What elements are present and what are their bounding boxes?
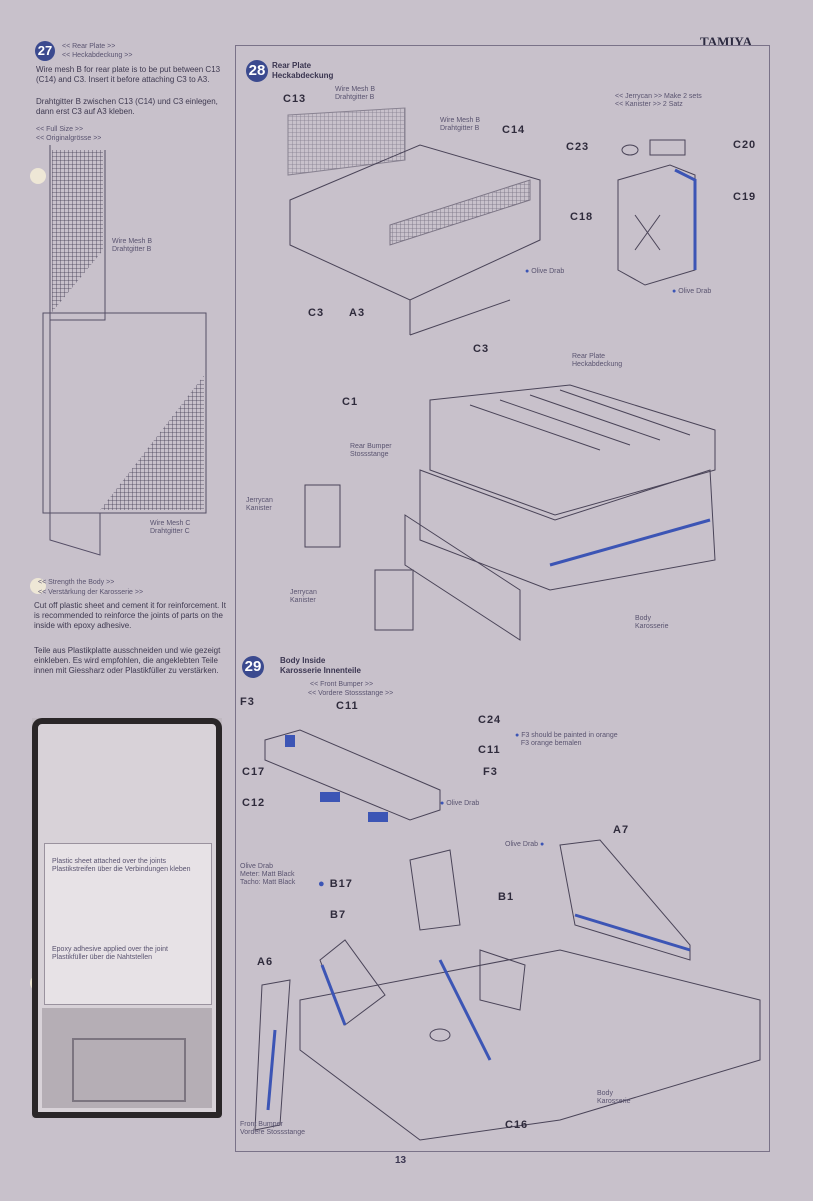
steps-28-29-frame (235, 45, 770, 1152)
paint-icon: ● (672, 288, 677, 295)
part-b17: ● B17 (318, 878, 353, 890)
step-27-title-de: << Heckabdeckung >> (62, 52, 133, 59)
part-b1: B1 (498, 891, 515, 903)
paint-olive-drab: ● Olive Drab (525, 268, 565, 275)
paint-olive-drab: Olive Drab ● (505, 841, 545, 848)
step-28-badge: 28 (246, 60, 268, 82)
body-inside-drawing (254, 839, 761, 1141)
jerrycan-note: << Jerrycan >> Make 2 sets<< Kanister >>… (615, 93, 702, 108)
part-c17: C17 (242, 766, 266, 778)
part-f3: F3 (483, 766, 498, 778)
paint-olive-drab: ● Olive Drab (672, 288, 712, 295)
part-c1: C1 (342, 396, 359, 408)
paint-icon: ● (440, 800, 445, 807)
paint-icon: ● (318, 878, 326, 890)
step-29-badge: 29 (242, 656, 264, 678)
full-size-de: << Originalgrösse >> (36, 135, 102, 142)
paint-icon: ● (540, 841, 545, 848)
part-c3: C3 (473, 343, 490, 355)
part-c13: C13 (283, 93, 307, 105)
f3-paint-note: ● F3 should be painted in orange F3 oran… (515, 732, 618, 747)
strength-title-de: << Verstärkung der Karosserie >> (38, 589, 144, 596)
part-c24: C24 (478, 714, 502, 726)
part-c14: C14 (502, 124, 526, 136)
binder-hole (30, 168, 46, 184)
front-bumper-sub-en: << Front Bumper >> (310, 681, 374, 688)
binder-hole (30, 578, 46, 594)
part-a3: A3 (349, 307, 366, 319)
part-c12: C12 (242, 797, 266, 809)
part-c20: C20 (733, 139, 757, 151)
full-size-en: << Full Size >> (36, 126, 84, 133)
step-27-text-en: Wire mesh B for rear plate is to be put … (36, 65, 221, 84)
part-b7: B7 (330, 909, 347, 921)
paint-icon: ● (525, 268, 530, 275)
part-c19: C19 (733, 191, 757, 203)
paint-icon: ● (515, 732, 520, 739)
part-c23: C23 (566, 141, 590, 153)
step-27-badge: 27 (35, 41, 55, 61)
strength-title-en: << Strength the Body >> (38, 579, 115, 586)
jerrycan-drawing (617, 139, 697, 286)
strength-text-en: Cut off plastic sheet and cement it for … (34, 601, 226, 630)
part-c16: C16 (505, 1119, 529, 1131)
step-27-text-de: Drahtgitter B zwischen C13 (C14) und C3 … (36, 97, 218, 116)
rear-tub-drawing (287, 107, 541, 336)
part-c11: C11 (478, 744, 501, 756)
mesh-c-template (42, 312, 207, 556)
step-27-title-en: << Rear Plate >> (62, 43, 116, 50)
front-bumper-sub-de: << Vordere Stossstange >> (308, 690, 394, 697)
part-c3: C3 (308, 307, 325, 319)
body-inside-photo (32, 718, 222, 1118)
paint-olive-drab: ● Olive Drab (440, 800, 480, 807)
part-a7: A7 (613, 824, 630, 836)
part-c18: C18 (570, 211, 594, 223)
mesh-b-template (49, 145, 106, 321)
front-bumper-drawing (264, 729, 441, 822)
page-number: 13 (395, 1155, 407, 1166)
part-a6: A6 (257, 956, 274, 968)
strength-text-de: Teile aus Plastikplatte ausschneiden und… (34, 646, 221, 675)
part-c11: C11 (336, 700, 359, 712)
part-f3: F3 (240, 696, 255, 708)
rear-plate-drawing (304, 384, 716, 641)
